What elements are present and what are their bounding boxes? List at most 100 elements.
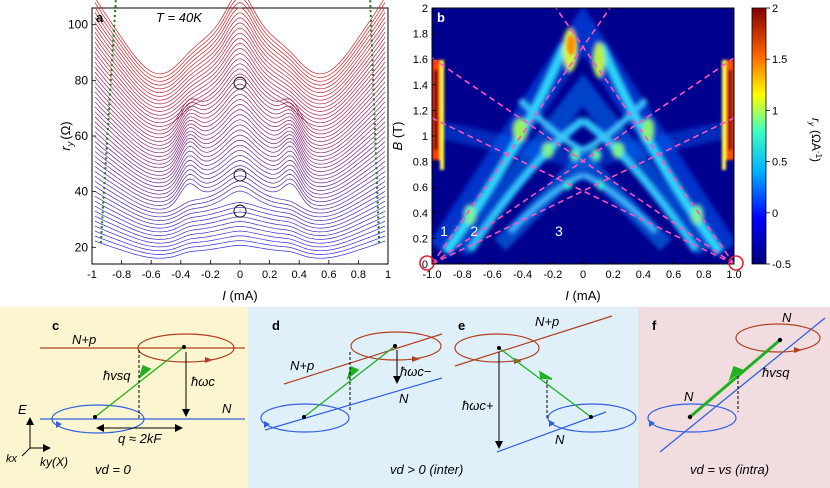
panel-a-curve	[94, 225, 386, 248]
panel-a-marker	[109, 78, 113, 82]
panel-b-x-tick-label: -1.0	[423, 269, 442, 281]
panel-a-marker	[375, 186, 379, 190]
panel-a-y-tick-label: 60	[75, 129, 89, 143]
panel-a-marker	[100, 221, 104, 224]
panel-a-curve	[94, 170, 386, 206]
panel-a-curve	[94, 109, 386, 161]
panel-a-marker	[107, 117, 110, 121]
panel-a-x-tick-label: 0.8	[351, 269, 366, 281]
panel-a-marker	[369, 0, 372, 3]
panel-b-guide-lines	[432, 8, 734, 264]
panel-a-x-tick-label: 0.4	[292, 269, 307, 281]
panel-f-background	[638, 307, 830, 488]
panel-a-marker	[373, 113, 376, 116]
panel-b-y-tick-label: 1.6	[413, 54, 428, 66]
panel-a-curve	[94, 195, 386, 225]
panel-a-marker	[100, 235, 103, 239]
panel-a-marker	[102, 201, 105, 204]
panel-a-marker	[371, 73, 375, 77]
panel-e-n-label: N	[555, 432, 565, 447]
panel-b-y-tick-label: 1.8	[413, 29, 428, 41]
panel-a-marker	[103, 186, 106, 190]
panel-a-marker	[107, 113, 110, 116]
panel-a-marker	[373, 122, 376, 126]
panel-a-marker	[369, 5, 372, 8]
panel-a-curve	[94, 73, 386, 135]
panel-a-marker	[369, 19, 373, 23]
panel-a-curve	[94, 190, 386, 221]
panel-a-marker	[101, 206, 105, 209]
panel-a-y-tick-label: 80	[75, 73, 89, 87]
panel-c-E-axis-label: E	[18, 402, 27, 417]
panel-a-marker	[370, 34, 373, 37]
panel-b-y-tick-label: 1.2	[413, 105, 428, 117]
panel-a-curve	[94, 48, 386, 116]
panel-a-y-tick-label: 40	[75, 185, 89, 199]
panel-a-marker	[105, 147, 108, 150]
panel-a-marker	[377, 216, 380, 219]
colorbar-tick-label: 1	[772, 105, 778, 117]
panel-a-curve	[94, 7, 386, 86]
panel-a-marker	[373, 127, 377, 131]
panel-a-marker	[371, 78, 375, 82]
panel-b-y-tick-label: 0.6	[413, 182, 428, 194]
panel-a-curve	[94, 144, 386, 187]
panel-a-marker	[374, 147, 377, 150]
panel-a-curve	[94, 235, 386, 255]
panel-a-marker	[369, 14, 372, 18]
panel-b-branch-label: 2	[470, 223, 478, 239]
colorbar-tick-label: 1.5	[772, 54, 787, 66]
panel-a-curve	[94, 160, 386, 199]
svg-text:ry(Ω): ry(Ω)	[58, 121, 75, 150]
panel-b-x-tick-label: 0.6	[666, 269, 681, 281]
panel-a-marker	[375, 167, 378, 170]
panel-b-heatmap	[432, 8, 734, 264]
panel-a-curve	[94, 17, 386, 93]
panel-a-curve	[96, 0, 384, 75]
panel-a-x-tick-label: -1	[87, 269, 97, 281]
panel-b-y-tick-label: 0.4	[413, 208, 428, 220]
panel-d-np-label: N+p	[290, 358, 314, 373]
panel-b-x-tick-label: -0.2	[543, 269, 562, 281]
panel-a-marker	[109, 73, 113, 77]
panel-c-hvsq-label: ħvsq	[103, 368, 131, 383]
panel-a-curve	[94, 53, 386, 120]
panel-e-hwc-label: ħωc+	[462, 398, 494, 413]
panel-c-kx-label: kx	[6, 453, 18, 465]
panel-d-n-label: N	[399, 391, 409, 406]
panel-a-marker	[103, 172, 107, 175]
panel-a-curve	[94, 0, 386, 78]
panel-a-x-tick-label: -0.8	[112, 269, 131, 281]
panel-b-xlabel: I (mA)	[565, 288, 600, 303]
panel-a-curve	[94, 42, 386, 112]
panel-b-x-tick-label: -0.6	[483, 269, 502, 281]
panel-a-circle-marker	[233, 76, 247, 90]
panel-a-marker	[106, 132, 109, 136]
panel-a-marker	[377, 230, 380, 234]
panel-b-corner-circle-left	[419, 255, 435, 271]
panel-a-marker	[372, 98, 376, 101]
panel-c-vd-label: vd = 0	[95, 462, 132, 477]
panel-a-marker	[370, 39, 373, 42]
colorbar-label: ry(ΩA-1)	[807, 118, 823, 162]
panel-a-marker	[370, 29, 373, 32]
colorbar-tick-label: 2	[772, 3, 778, 15]
panel-a-circle-marker	[233, 168, 247, 182]
panel-a-marker	[370, 49, 374, 52]
panel-d: d N+p N ħωc−	[260, 318, 443, 433]
panel-a-x-tick-label: 1	[385, 269, 391, 281]
panel-a-curve	[94, 149, 386, 191]
panel-a-marker	[113, 9, 117, 13]
panel-a-x-tick-label: 0	[237, 269, 243, 281]
panel-a-curve	[94, 175, 386, 210]
panel-b-x-tick-label: 0.8	[696, 269, 711, 281]
panel-a-curve	[94, 114, 386, 165]
panel-a-curve	[94, 129, 386, 176]
panel-b-y-tick-label: 0.2	[413, 233, 428, 245]
colorbar-tick-label: 0	[772, 208, 778, 220]
panel-a-curve	[94, 93, 386, 150]
panel-a-marker	[372, 83, 375, 87]
